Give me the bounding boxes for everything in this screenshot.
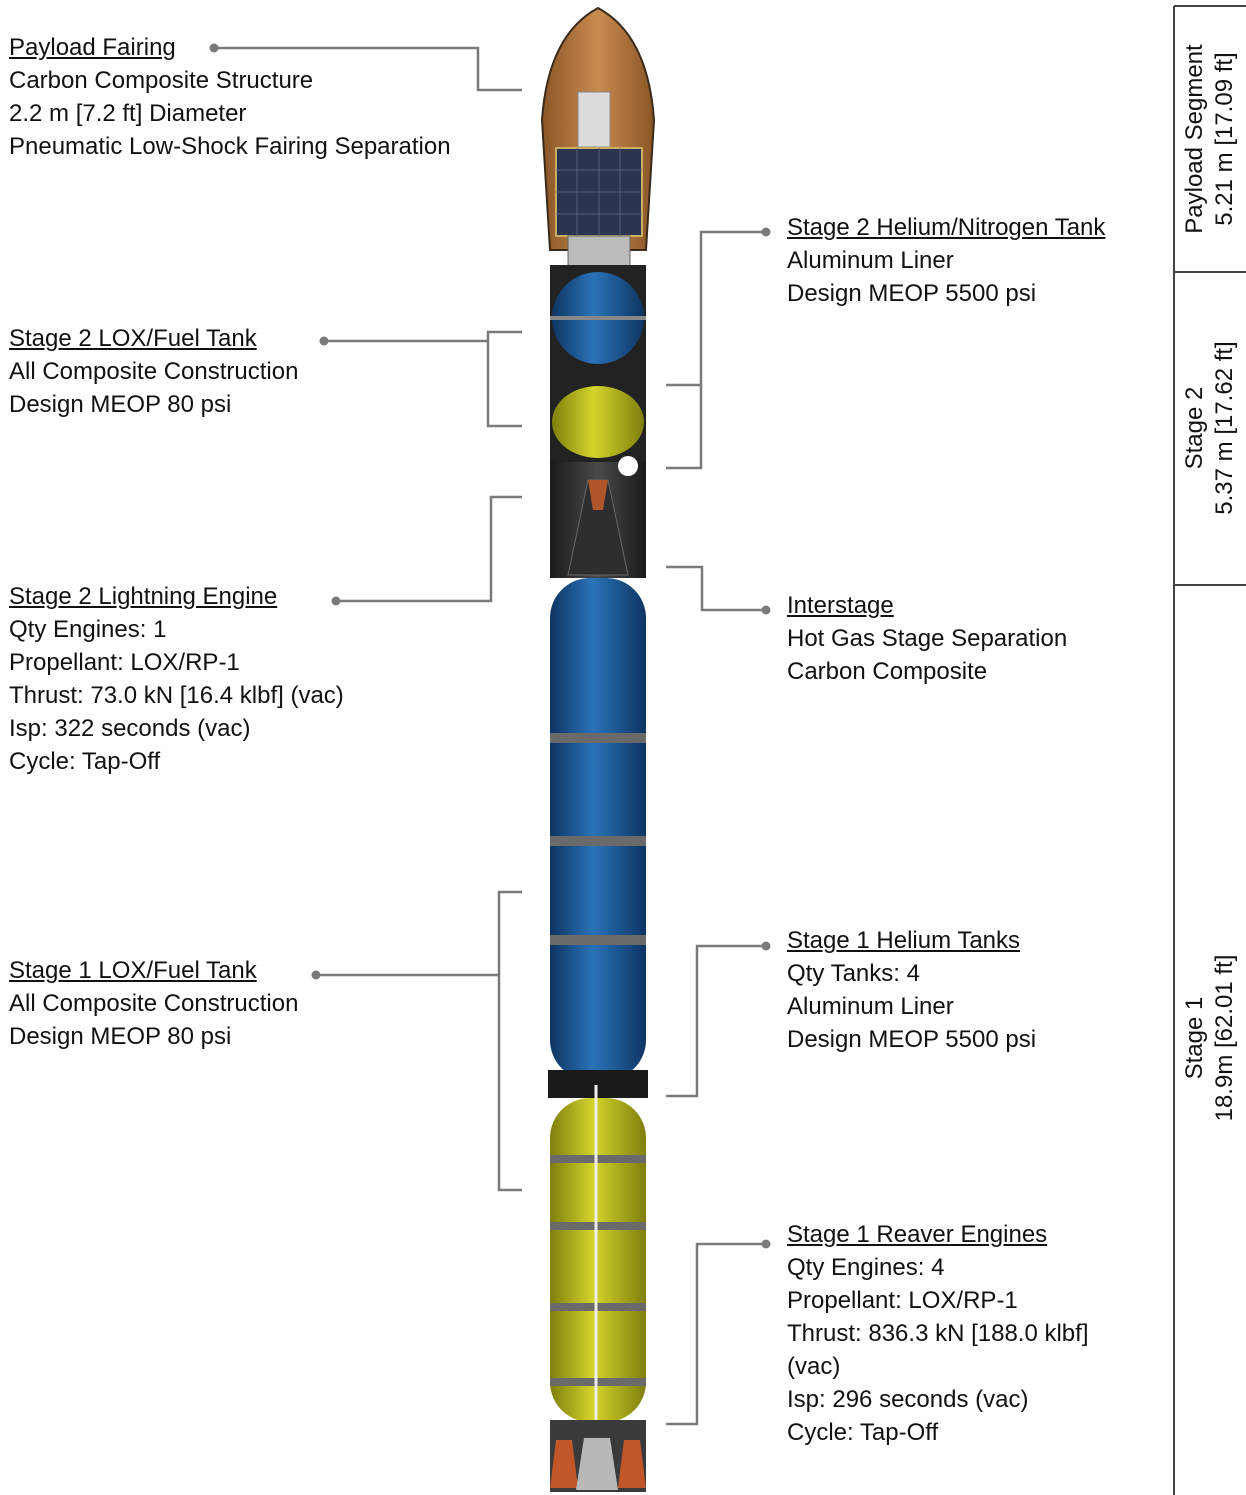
annotation-stage1-helium: Stage 1 Helium Tanks Qty Tanks: 4 Alumin… — [787, 924, 1036, 1056]
annotation-line: Carbon Composite — [787, 655, 1067, 688]
annotation-line: Thrust: 836.3 kN [188.0 klbf] — [787, 1317, 1089, 1350]
annotation-title: Stage 2 Lightning Engine — [9, 580, 344, 613]
segment-label-payload: Payload Segment 5.21 m [17.09 ft] — [1180, 0, 1240, 289]
annotation-line: Aluminum Liner — [787, 244, 1105, 277]
annotation-line: Design MEOP 5500 psi — [787, 277, 1105, 310]
stage1-lox-tank — [550, 578, 646, 1080]
annotation-title: Stage 1 LOX/Fuel Tank — [9, 954, 298, 987]
annotation-stage2-helium: Stage 2 Helium/Nitrogen Tank Aluminum Li… — [787, 211, 1105, 310]
segment-name: Stage 1 — [1180, 888, 1210, 1188]
annotation-line: Qty Engines: 4 — [787, 1251, 1089, 1284]
annotation-line: All Composite Construction — [9, 987, 298, 1020]
segment-size: 5.21 m [17.09 ft] — [1210, 0, 1240, 289]
annotation-title: Stage 1 Reaver Engines — [787, 1218, 1089, 1251]
segment-size: 18.9m [62.01 ft] — [1210, 888, 1240, 1188]
annotation-line: Design MEOP 5500 psi — [787, 1023, 1036, 1056]
segment-label-stage2: Stage 2 5.37 m [17.62 ft] — [1180, 278, 1240, 578]
annotation-stage2-tank: Stage 2 LOX/Fuel Tank All Composite Cons… — [9, 322, 298, 421]
segment-size: 5.37 m [17.62 ft] — [1210, 278, 1240, 578]
stage1-fuel-tank — [550, 1098, 646, 1422]
annotation-line: Propellant: LOX/RP-1 — [9, 646, 344, 679]
annotation-line: Qty Tanks: 4 — [787, 957, 1036, 990]
payload-cylinder — [578, 92, 610, 147]
annotation-interstage: Interstage Hot Gas Stage Separation Carb… — [787, 589, 1067, 688]
segment-label-stage1: Stage 1 18.9m [62.01 ft] — [1180, 888, 1240, 1188]
annotation-stage2-engine: Stage 2 Lightning Engine Qty Engines: 1 … — [9, 580, 344, 778]
annotation-line: Design MEOP 80 psi — [9, 388, 298, 421]
annotation-line: Carbon Composite Structure — [9, 64, 451, 97]
rocket — [542, 8, 654, 1492]
segment-name: Payload Segment — [1180, 0, 1210, 289]
annotation-line: Qty Engines: 1 — [9, 613, 344, 646]
annotation-line: Cycle: Tap-Off — [787, 1416, 1089, 1449]
annotation-title: Payload Fairing — [9, 31, 451, 64]
annotation-stage1-tank: Stage 1 LOX/Fuel Tank All Composite Cons… — [9, 954, 298, 1053]
annotation-payload-fairing: Payload Fairing Carbon Composite Structu… — [9, 31, 451, 163]
payload-adapter — [568, 236, 630, 266]
annotation-line: (vac) — [787, 1350, 1089, 1383]
annotation-stage1-engines: Stage 1 Reaver Engines Qty Engines: 4 Pr… — [787, 1218, 1089, 1449]
annotation-title: Interstage — [787, 589, 1067, 622]
annotation-line: 2.2 m [7.2 ft] Diameter — [9, 97, 451, 130]
annotation-line: Cycle: Tap-Off — [9, 745, 344, 778]
annotation-title: Stage 2 LOX/Fuel Tank — [9, 322, 298, 355]
annotation-line: Thrust: 73.0 kN [16.4 klbf] (vac) — [9, 679, 344, 712]
segment-name: Stage 2 — [1180, 278, 1210, 578]
annotation-line: Pneumatic Low-Shock Fairing Separation — [9, 130, 451, 163]
annotation-line: Isp: 296 seconds (vac) — [787, 1383, 1089, 1416]
annotation-line: All Composite Construction — [9, 355, 298, 388]
annotation-line: Isp: 322 seconds (vac) — [9, 712, 344, 745]
annotation-line: Aluminum Liner — [787, 990, 1036, 1023]
annotation-title: Stage 2 Helium/Nitrogen Tank — [787, 211, 1105, 244]
stage2-fuel-tank — [552, 386, 644, 458]
annotation-line: Hot Gas Stage Separation — [787, 622, 1067, 655]
annotation-title: Stage 1 Helium Tanks — [787, 924, 1036, 957]
annotation-line: Design MEOP 80 psi — [9, 1020, 298, 1053]
annotation-line: Propellant: LOX/RP-1 — [787, 1284, 1089, 1317]
